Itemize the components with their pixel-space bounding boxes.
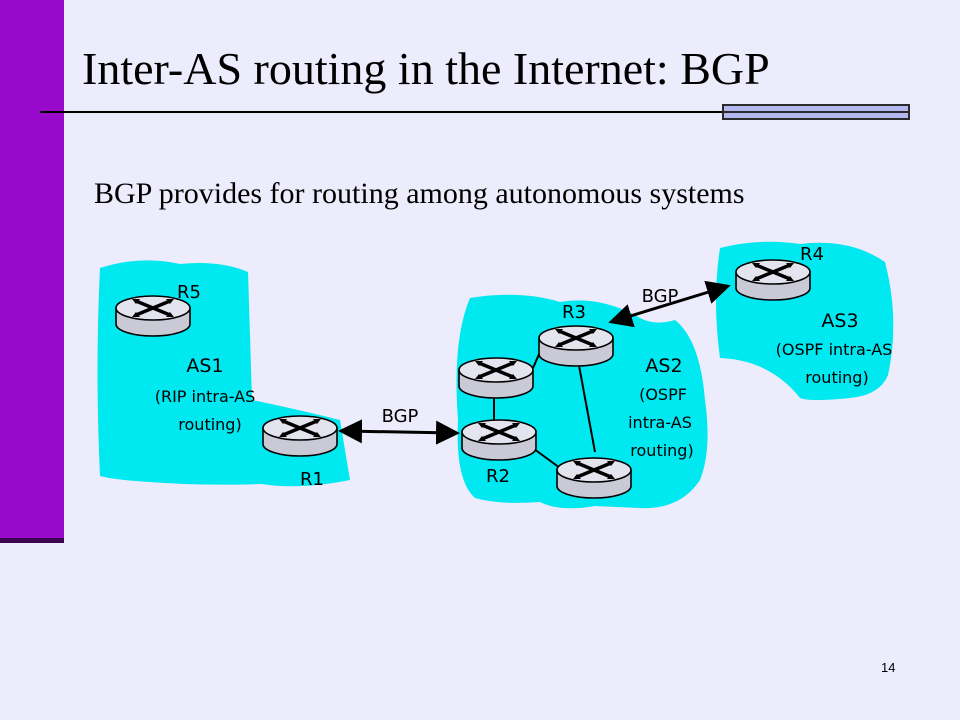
slide-title: Inter-AS routing in the Internet: BGP xyxy=(82,43,770,94)
bgp-link-r1-r2 xyxy=(338,419,460,445)
as2-line1: (OSPF xyxy=(639,385,687,404)
bgp-label-right: BGP xyxy=(642,286,679,307)
router-r2-icon xyxy=(460,418,538,462)
router-as2-internal-icon xyxy=(457,356,535,400)
link-r3-router-c xyxy=(577,359,596,453)
bgp-link-r3-r4 xyxy=(608,280,731,328)
bgp-label-left: BGP xyxy=(382,406,419,427)
title-accent-bar xyxy=(722,104,910,120)
router-r4-label: R4 xyxy=(800,244,824,265)
left-sidebar-foot xyxy=(0,538,64,543)
router-r1-label: R1 xyxy=(300,469,324,490)
router-as2-lower-icon xyxy=(555,456,633,500)
left-sidebar-bar xyxy=(0,0,64,538)
router-r3-icon xyxy=(537,324,615,368)
router-r2-label: R2 xyxy=(486,466,510,487)
as3-line2: routing) xyxy=(805,368,868,387)
page-number: 14 xyxy=(881,660,896,675)
as1-name: AS1 xyxy=(186,355,223,377)
router-r3-label: R3 xyxy=(562,302,586,323)
router-r5-label: R5 xyxy=(177,282,201,303)
as1-line1: (RIP intra-AS xyxy=(155,387,256,406)
as3-name: AS3 xyxy=(821,310,858,332)
as2-line3: routing) xyxy=(630,441,693,460)
router-r1-icon xyxy=(261,414,339,458)
as3-line1: (OSPF intra-AS xyxy=(776,340,893,359)
router-r4-icon xyxy=(734,258,812,302)
as2-line2: intra-AS xyxy=(628,413,692,432)
title-rule xyxy=(40,111,722,113)
as1-line2: routing) xyxy=(178,415,241,434)
slide-subtitle: BGP provides for routing among autonomou… xyxy=(94,177,745,210)
as2-name: AS2 xyxy=(645,355,682,377)
